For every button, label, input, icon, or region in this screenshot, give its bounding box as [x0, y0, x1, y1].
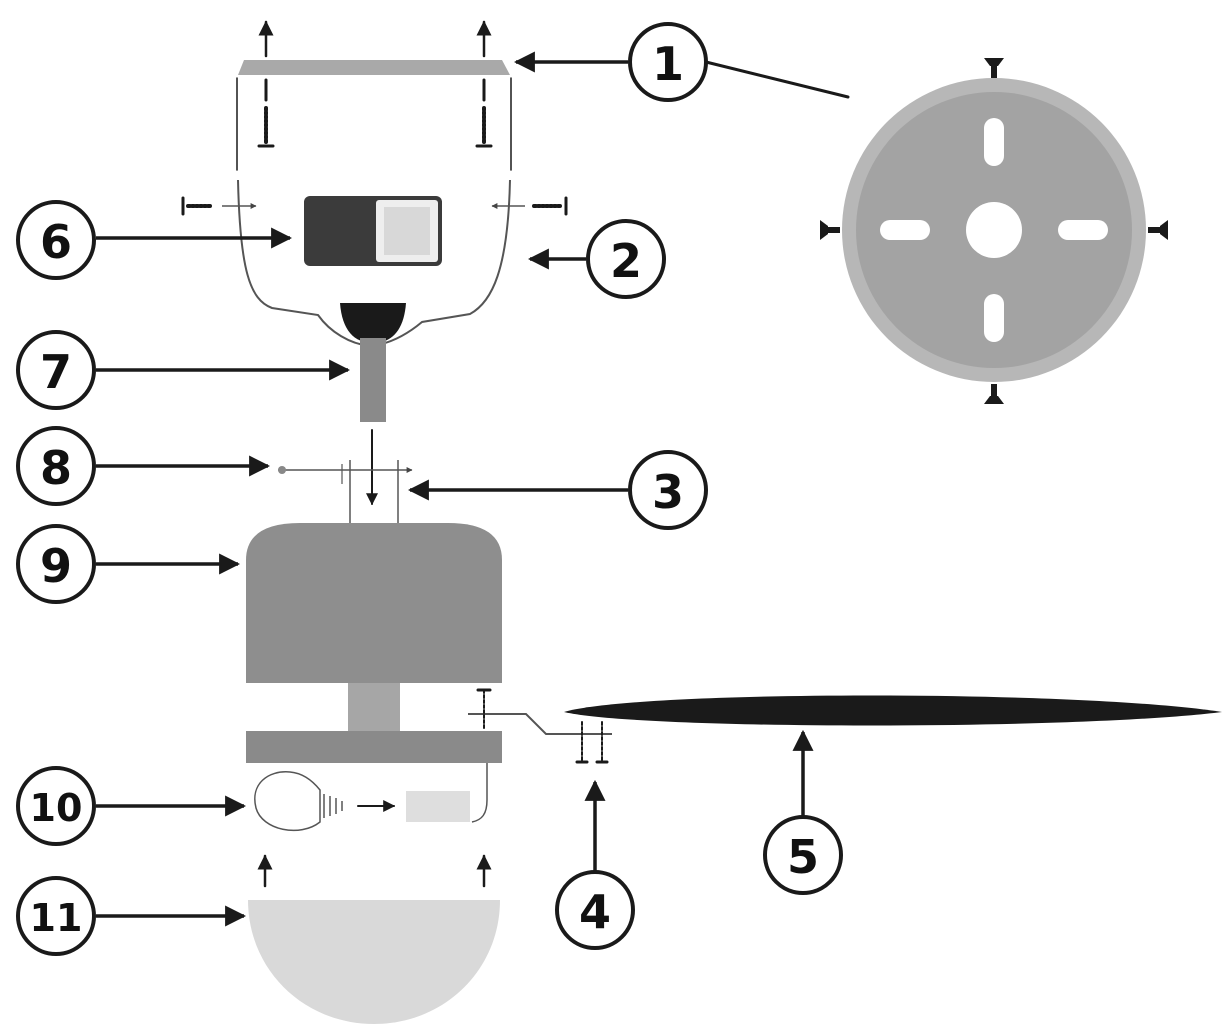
- socket: [406, 791, 470, 822]
- light-bulb-and-socket: [254, 763, 488, 832]
- callout-label: 9: [40, 539, 72, 593]
- callout-label: 7: [40, 345, 72, 399]
- callout-label: 1: [652, 37, 684, 91]
- callout-label: 2: [610, 234, 642, 288]
- screw-icon: [532, 196, 568, 216]
- switch-box: [304, 196, 442, 266]
- callout-6: 6: [16, 200, 96, 280]
- callout-label: 8: [40, 441, 72, 495]
- screw-icon: [257, 78, 275, 148]
- callout-5: 5: [763, 815, 843, 895]
- callout-label: 11: [30, 896, 83, 940]
- callout-label: 3: [652, 465, 684, 519]
- mounting-plate-top-view: [704, 58, 1168, 404]
- fan-blade: [564, 695, 1222, 726]
- callout-label: 5: [787, 830, 819, 884]
- motor-housing: [246, 523, 502, 763]
- mounting-plate-side: [236, 20, 512, 171]
- callout-7: 7: [16, 330, 96, 410]
- glass-bowl: [248, 854, 500, 1024]
- bulb-icon: [254, 771, 343, 832]
- screw-icon: [476, 688, 492, 731]
- screw-icon: [575, 721, 609, 764]
- callout-8: 8: [16, 426, 96, 506]
- callout-1: 1: [628, 22, 708, 102]
- callout-label: 4: [579, 885, 611, 939]
- callout-label: 6: [40, 215, 72, 269]
- pin-and-bracket: [278, 429, 413, 524]
- mounting-plate-bar: [238, 60, 510, 75]
- callout-4: 4: [555, 870, 635, 950]
- downrod: [340, 303, 406, 422]
- screw-icon: [820, 58, 1168, 404]
- callout-2: 2: [586, 219, 666, 299]
- callout-9: 9: [16, 524, 96, 604]
- callout-label: 10: [30, 786, 83, 830]
- screw-icon: [475, 78, 493, 148]
- callout-3: 3: [628, 450, 708, 530]
- callout-10: 10: [16, 766, 96, 846]
- blade-assembly: [468, 688, 1222, 764]
- callout-11: 11: [16, 876, 96, 956]
- screw-icon: [181, 196, 214, 216]
- leader-arrows: [96, 51, 814, 927]
- plate-center-hole: [966, 202, 1022, 258]
